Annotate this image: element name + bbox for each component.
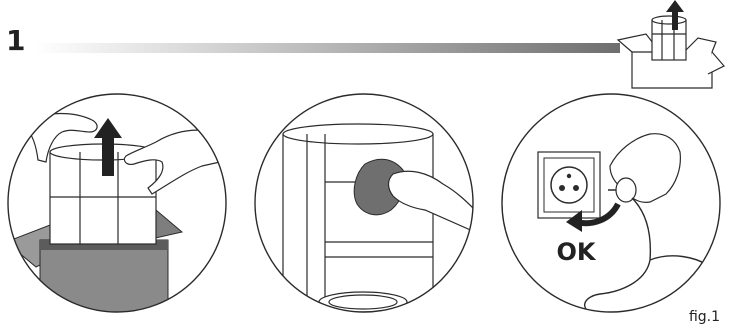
unpack-thumbnail-icon: [610, 0, 729, 92]
illustration-plug-in: OK: [500, 92, 722, 314]
illustration-unpack: [6, 92, 228, 314]
ok-label: OK: [557, 238, 597, 266]
step-progress-bar: [34, 43, 620, 53]
step-number: 1: [6, 24, 25, 57]
figure-label: fig.1: [689, 309, 720, 325]
power-socket-icon: [538, 152, 600, 218]
illustration-wipe: [253, 92, 475, 314]
